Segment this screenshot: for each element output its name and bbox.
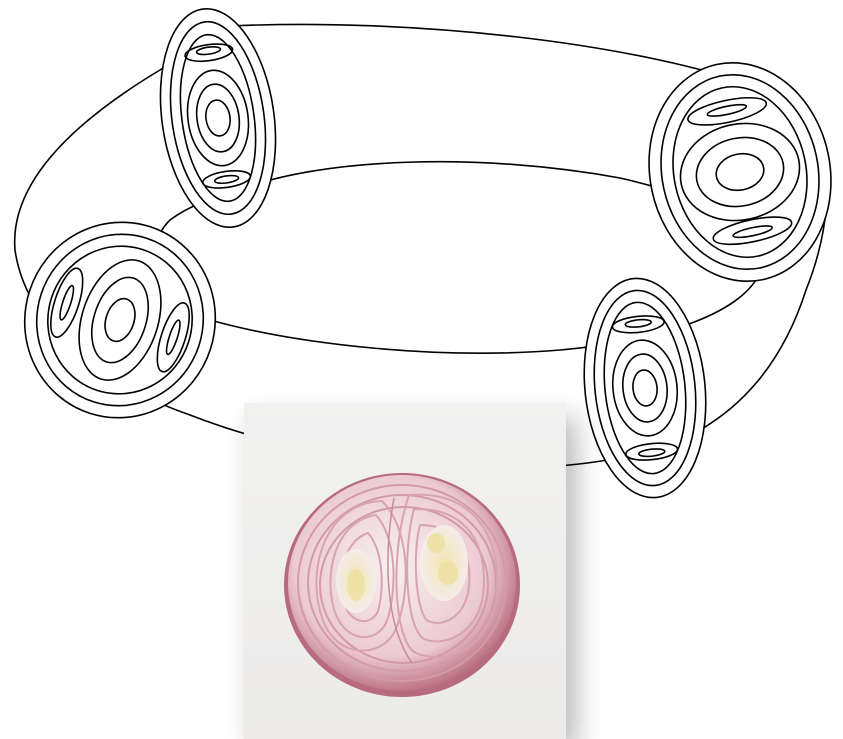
cross-section-top-left <box>147 1 289 234</box>
onion-slice <box>284 473 520 697</box>
red-onion-cross-section-photo <box>244 403 566 739</box>
cross-section-top-right <box>629 46 843 299</box>
onion-photo-card <box>244 403 566 739</box>
cross-section-left <box>0 197 241 442</box>
cross-section-bottom-right <box>574 272 716 503</box>
